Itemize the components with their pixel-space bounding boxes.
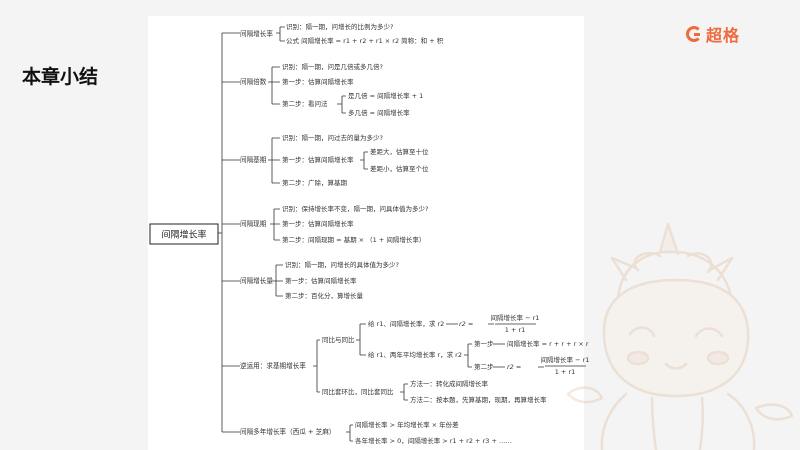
node-interval-current-period: 间隔现期 [240, 219, 267, 228]
n6-mom-method1: 方法一：转化成间隔增长率 [410, 379, 489, 388]
node-multi-year-growth: 间隔多年增长率（西瓜 + 芝麻） [240, 427, 335, 436]
n6-yoy-case1: 给 r1、间隔增长率，求 r2 [368, 319, 444, 328]
node-reverse-application: 逆运用：求基期增长率 [240, 361, 306, 370]
n3-step2: 第二步：广除，算基期 [282, 178, 348, 187]
n3-step1: 第一步：估算间隔增长率 [282, 155, 354, 164]
n1-identify: 识别：隔一期，问增长的比例为多少? [286, 22, 393, 31]
n4-step1: 第一步：估算间隔增长率 [282, 219, 354, 228]
n3-step1-b: 差距小，估算至个位 [370, 164, 429, 173]
n6-case1-numerator: 间隔增长率 − r1 [491, 313, 540, 322]
logo-text: 超格 [706, 26, 741, 45]
n6-case1-denominator: 1 + r1 [505, 326, 526, 334]
n4-identify: 识别：保持增长率不变，隔一期，问具体值为多少? [282, 204, 428, 213]
n6-case1-eq: r2 = [459, 320, 473, 328]
logo-icon [686, 26, 702, 42]
node-interval-growth-amount: 间隔增长量 [240, 276, 273, 285]
brand-logo: 超格 [686, 22, 740, 46]
n7-rule2: 各年增长率 > 0，间隔增长率 > r1 + r2 + r3 + …… [355, 436, 512, 445]
node-interval-base-period: 间隔基期 [240, 155, 267, 164]
n6-case2-numerator: 间隔增长率 − r1 [541, 355, 590, 364]
n5-identify: 识别：隔一期，问增长的具体值为多少? [285, 260, 399, 269]
n2-step1: 第一步：估算间隔增长率 [282, 77, 354, 86]
n2-step2-a: 是几倍 = 间隔增长率 + 1 [348, 91, 423, 100]
n2-step2: 第二步：看问法 [282, 99, 328, 108]
n6-case2-step1: 第一步 [474, 339, 494, 348]
n5-step1: 第一步：估算间隔增长率 [285, 276, 357, 285]
n6-case2-step2: 第二步 [474, 362, 494, 371]
node-interval-multiple: 间隔倍数 [240, 77, 267, 86]
n6-mom-method2: 方法二：按本题，先算基期，现期，再算增长率 [410, 395, 547, 404]
n2-identify: 识别：隔一期，问是几倍或多几倍? [282, 62, 383, 71]
n6-yoy: 同比与同比 [322, 335, 355, 344]
n1-formula: 公式 间隔增长率 = r1 + r2 + r1 × r2 简称：和 + 积 [286, 36, 444, 45]
n6-case2-denominator: 1 + r1 [555, 368, 576, 376]
n6-case2-step2-eq: r2 = [507, 363, 521, 371]
root-node [149, 223, 219, 245]
node-interval-growth-rate: 间隔增长率 [240, 29, 273, 38]
n6-case2-step1-text: 间隔增长率 = r + r + r × r [507, 339, 589, 348]
unicorn-mascot-icon [566, 222, 794, 450]
n4-step2: 第二步：间隔现期 = 基期 × （1 + 间隔增长率） [282, 235, 425, 244]
n7-rule1: 间隔增长率 > 年均增长率 × 年份差 [355, 420, 459, 429]
n3-step1-a: 差距大，估算至十位 [370, 147, 429, 156]
root-label: 间隔增长率 [161, 229, 206, 241]
n3-identify: 识别：隔一期，问过去的量为多少? [282, 133, 383, 142]
n2-step2-b: 多几倍 = 间隔增长率 [348, 108, 410, 117]
n6-mom: 同比套环比，同比套同比 [322, 387, 394, 396]
n6-yoy-case2: 给 r1、两年平均增长率 r，求 r2 [368, 350, 462, 359]
n5-step2: 第二步：百化分，算增长量 [285, 291, 364, 300]
page-title: 本章小结 [22, 66, 99, 88]
